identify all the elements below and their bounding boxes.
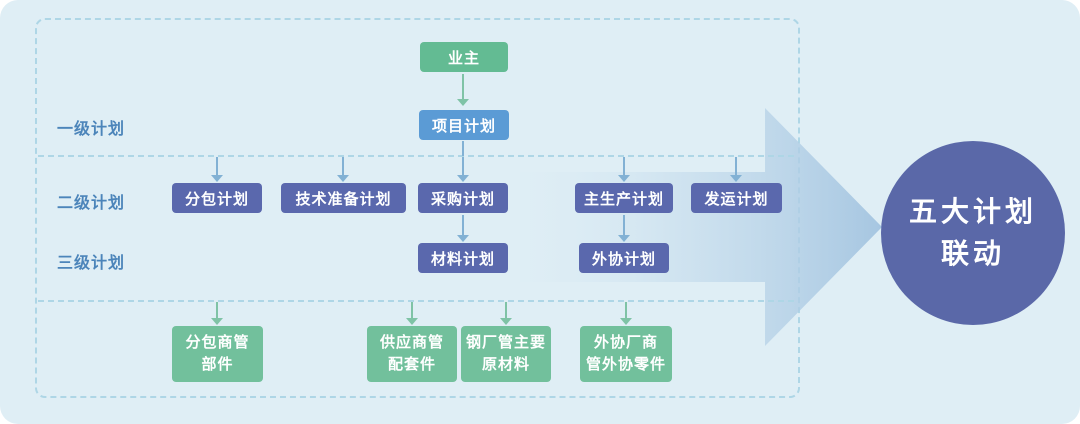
arrow-to-production-plan: [618, 157, 630, 182]
node-owner-label: 业主: [447, 49, 480, 67]
node-outsource-plan: 外协计划: [579, 243, 669, 273]
node-procurement-plan: 采购计划: [418, 183, 508, 213]
node-steel-materials-line1: 钢厂管主要: [465, 334, 546, 352]
node-project-plan-label: 项目计划: [431, 117, 496, 135]
node-procurement-plan-label: 采购计划: [430, 190, 495, 208]
arrow-to-tech-prep-plan: [337, 157, 349, 182]
node-subcontract-plan-label: 分包计划: [184, 190, 249, 208]
node-material-plan: 材料计划: [418, 243, 508, 273]
arrow-owner-to-project: [457, 74, 469, 106]
five-plans-circle-line1: 五大计划: [908, 196, 1037, 227]
node-production-plan: 主生产计划: [575, 183, 673, 213]
arrow-to-procurement-plan: [457, 157, 469, 182]
node-supplier-accessories: 供应商管 配套件: [367, 326, 457, 382]
node-sub-supplier-parts-line2: 部件: [201, 356, 234, 373]
arrow-to-subcontract-plan: [211, 157, 223, 182]
label-level3: 三级计划: [57, 255, 126, 272]
node-shipping-plan-label: 发运计划: [704, 190, 769, 208]
node-tech-prep-plan: 技术准备计划: [281, 183, 406, 213]
node-shipping-plan: 发运计划: [691, 183, 782, 213]
node-project-plan: 项目计划: [419, 110, 509, 140]
arrow-to-supplier-accessories: [406, 302, 418, 325]
node-sub-supplier-parts-line1: 分包商管: [185, 334, 250, 352]
node-tech-prep-plan-label: 技术准备计划: [295, 190, 392, 208]
node-material-plan-label: 材料计划: [430, 250, 495, 268]
node-sub-supplier-parts: 分包商管 部件: [172, 326, 263, 382]
node-steel-materials: 钢厂管主要 原材料: [461, 326, 551, 382]
node-steel-materials-line2: 原材料: [481, 356, 530, 373]
five-plans-circle: 五大计划 联动: [881, 141, 1065, 325]
arrow-procurement-to-material: [457, 215, 469, 242]
label-level2: 二级计划: [57, 195, 126, 212]
level-divider-2: [38, 300, 794, 302]
connector-project-to-divider: [462, 141, 464, 156]
label-level1: 一级计划: [57, 121, 126, 138]
arrow-to-sub-supplier-parts: [211, 302, 223, 325]
node-outsource-parts-line2: 管外协零件: [585, 356, 666, 373]
arrow-to-outsource-parts: [620, 302, 632, 325]
arrow-to-shipping-plan: [730, 157, 742, 182]
node-supplier-accessories-line2: 配套件: [387, 356, 436, 373]
node-owner: 业主: [420, 42, 508, 72]
arrow-production-to-outsource: [618, 215, 630, 242]
arrow-to-steel-materials: [500, 302, 512, 325]
level-divider-1: [38, 155, 794, 157]
node-outsource-parts: 外协厂商 管外协零件: [580, 326, 672, 382]
node-subcontract-plan: 分包计划: [172, 183, 262, 213]
node-production-plan-label: 主生产计划: [583, 190, 664, 208]
node-outsource-parts-line1: 外协厂商: [593, 334, 658, 352]
node-outsource-plan-label: 外协计划: [591, 250, 656, 268]
node-supplier-accessories-line1: 供应商管: [379, 334, 444, 352]
five-plans-circle-line2: 联动: [940, 238, 1005, 269]
